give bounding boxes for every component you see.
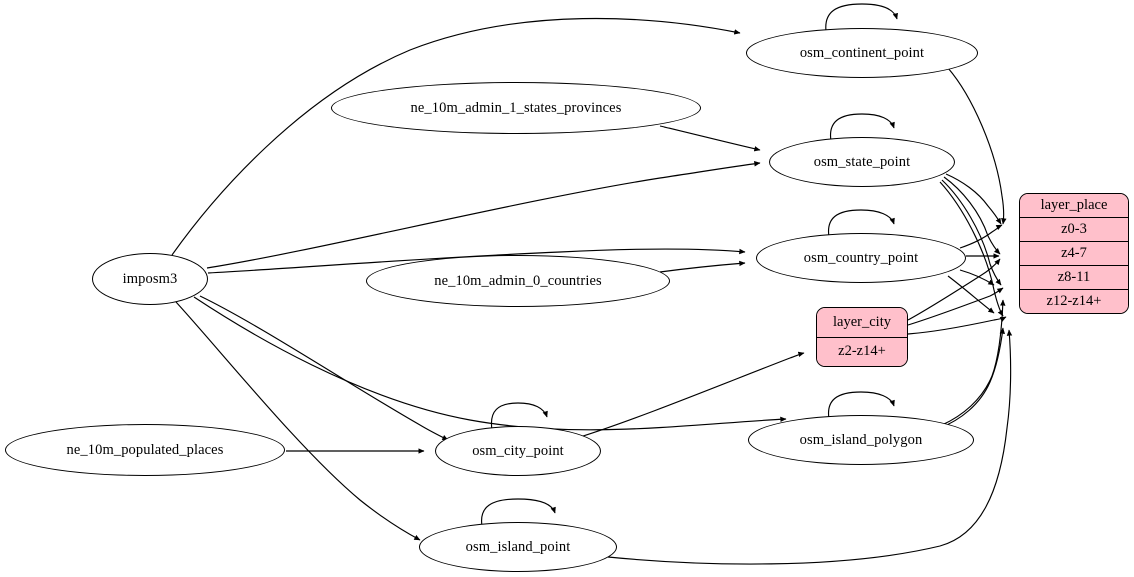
edge-imposm3-to-osm-city-point (199, 295, 449, 441)
layer-place-row-z8-11[interactable]: z8-11 (1020, 265, 1128, 289)
node-osm-island-polygon[interactable]: osm_island_polygon (748, 415, 974, 465)
layer-place-row-z4-7[interactable]: z4-7 (1020, 241, 1128, 265)
layer-city-row-z2-z14[interactable]: z2-z14+ (817, 336, 907, 366)
node-label-osm-city-point: osm_city_point (472, 442, 564, 459)
node-layer-city[interactable]: layer_city z2-z14+ (816, 307, 908, 367)
edge-imposm3-to-osm-state-point (206, 161, 761, 269)
node-label-osm-continent-point: osm_continent_point (799, 44, 925, 61)
node-label-osm-state-point: osm_state_point (813, 153, 911, 170)
layer-place-title: layer_place (1020, 194, 1128, 217)
layer-city-title: layer_city (817, 308, 907, 337)
node-osm-continent-point[interactable]: osm_continent_point (746, 28, 978, 78)
node-osm-island-point[interactable]: osm_island_point (419, 522, 617, 572)
node-label-osm-island-point: osm_island_point (465, 538, 571, 555)
edge-layer-city-to-layer-place-z8-11 (907, 287, 1004, 326)
edge-imposm3-to-osm-island-point (175, 301, 421, 541)
edge-imposm3-to-osm-continent-point (171, 17, 741, 256)
node-osm-state-point[interactable]: osm_state_point (769, 137, 955, 187)
layer-place-row-z12-z14[interactable]: z12-z14+ (1020, 289, 1128, 313)
edge-osm-continent-point-to-layer-place-z0-3 (947, 67, 1007, 225)
node-label-ne-10m-populated-places: ne_10m_populated_places (66, 441, 224, 458)
edge-osm-state-point-to-layer-place-z0-3 (945, 173, 1002, 225)
node-label-osm-island-polygon: osm_island_polygon (799, 431, 923, 448)
node-label-osm-country-point: osm_country_point (803, 249, 919, 266)
edge-layer-city-to-layer-place-z12-z14 (907, 316, 1007, 335)
node-ne-10m-populated-places[interactable]: ne_10m_populated_places (5, 424, 285, 476)
edge-ne-countries-to-osm-country-point (659, 260, 746, 273)
edge-osm-country-point-to-layer-place-z8-11 (959, 269, 995, 286)
node-ne-10m-admin-1-states-provinces[interactable]: ne_10m_admin_1_states_provinces (331, 82, 701, 134)
edge-osm-island-polygon-to-layer-place-z8-11 (941, 299, 1006, 426)
node-osm-city-point[interactable]: osm_city_point (435, 426, 601, 476)
edge-imposm3-to-osm-island-polygon (193, 296, 787, 431)
edge-ne-states-to-osm-state-point (659, 125, 761, 152)
node-ne-10m-admin-0-countries[interactable]: ne_10m_admin_0_countries (366, 255, 670, 307)
node-label-ne-10m-admin-1-states-provinces: ne_10m_admin_1_states_provinces (410, 99, 622, 116)
layer-place-row-z0-3[interactable]: z0-3 (1020, 217, 1128, 241)
edge-osm-island-polygon-to-layer-place-z12-z14 (939, 327, 1005, 429)
node-label-ne-10m-admin-0-countries: ne_10m_admin_0_countries (434, 272, 602, 289)
node-imposm3[interactable]: imposm3 (92, 253, 208, 305)
node-layer-place[interactable]: layer_place z0-3 z4-7 z8-11 z12-z14+ (1019, 193, 1129, 314)
edge-self-loop-osm-continent-point (825, 3, 898, 32)
node-osm-country-point[interactable]: osm_country_point (756, 233, 966, 283)
edge-osm-country-point-to-layer-place-z12-z14 (947, 275, 995, 314)
edge-osm-state-point-to-layer-place-z4-7 (943, 176, 1001, 255)
edge-osm-country-point-to-layer-place-z0-3 (959, 224, 1003, 249)
node-label-imposm3: imposm3 (122, 270, 178, 287)
